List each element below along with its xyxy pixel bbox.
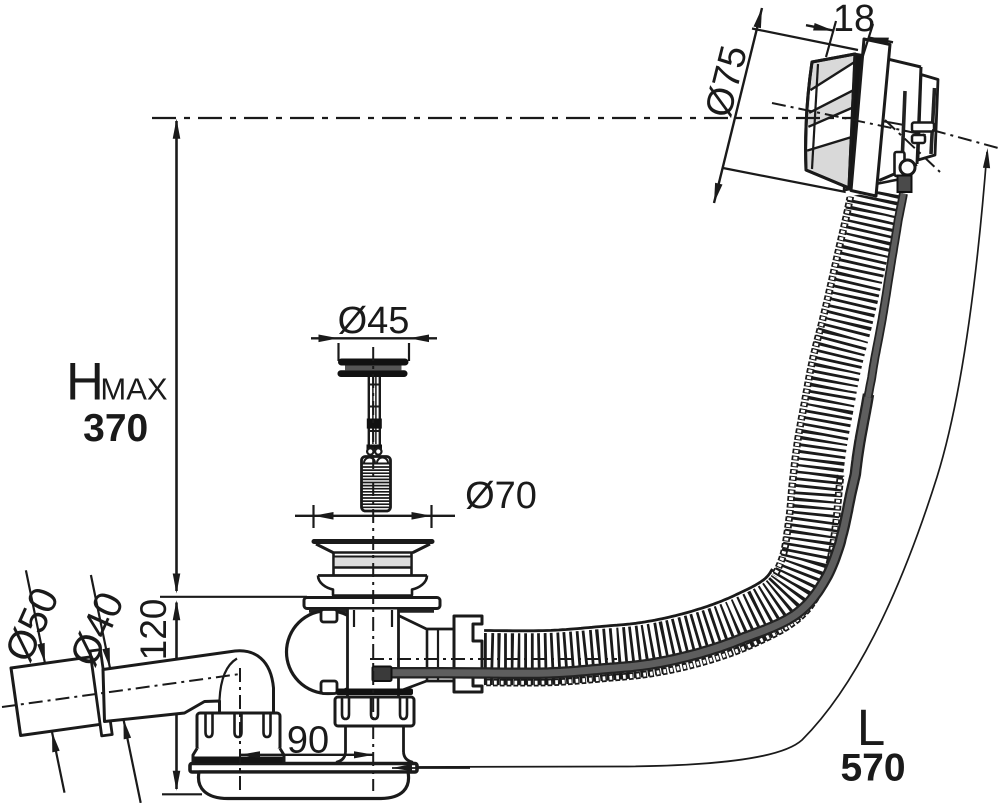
- svg-text:Ø45: Ø45: [338, 300, 410, 342]
- svg-text:370: 370: [83, 407, 148, 450]
- svg-text:L: L: [857, 699, 885, 756]
- svg-text:Ø70: Ø70: [465, 475, 537, 517]
- svg-text:MAX: MAX: [100, 371, 168, 406]
- svg-text:570: 570: [840, 747, 905, 790]
- svg-text:18: 18: [833, 0, 875, 40]
- svg-text:90: 90: [287, 720, 329, 762]
- svg-text:120: 120: [133, 599, 174, 661]
- svg-text:H: H: [66, 352, 104, 411]
